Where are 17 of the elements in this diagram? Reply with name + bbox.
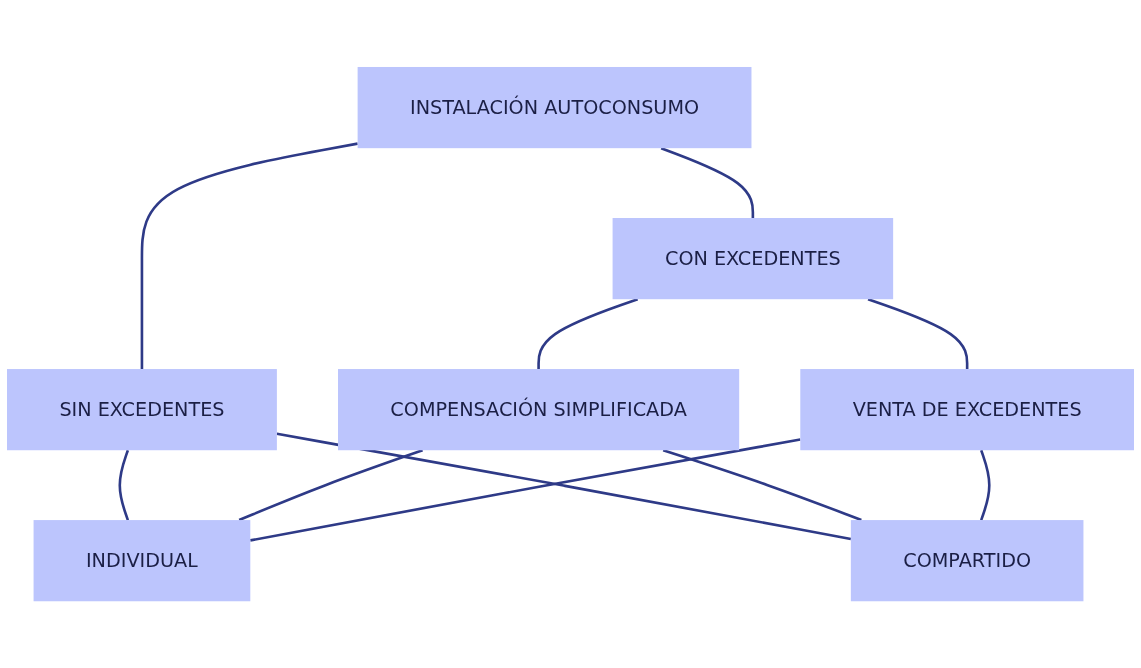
- node-box: COMPENSACIÓN SIMPLIFICADA: [338, 368, 740, 451]
- node-box: COMPARTIDO: [850, 519, 1084, 602]
- node-box: INSTALACIÓN AUTOCONSUMO: [357, 66, 752, 149]
- node-box: INDIVIDUAL: [33, 519, 251, 602]
- connector: [867, 297, 969, 369]
- connector: [276, 432, 852, 541]
- connector: [140, 142, 358, 369]
- connector: [662, 448, 862, 522]
- node-box: CON EXCEDENTES: [612, 217, 894, 300]
- connector: [238, 448, 424, 522]
- connector: [118, 449, 130, 521]
- connector: [980, 449, 991, 521]
- connector: [660, 146, 755, 218]
- connector: [250, 438, 801, 542]
- node-box: SIN EXCEDENTES: [7, 368, 277, 451]
- connector: [537, 297, 639, 369]
- node-box: VENTA DE EXCEDENTES: [800, 368, 1134, 451]
